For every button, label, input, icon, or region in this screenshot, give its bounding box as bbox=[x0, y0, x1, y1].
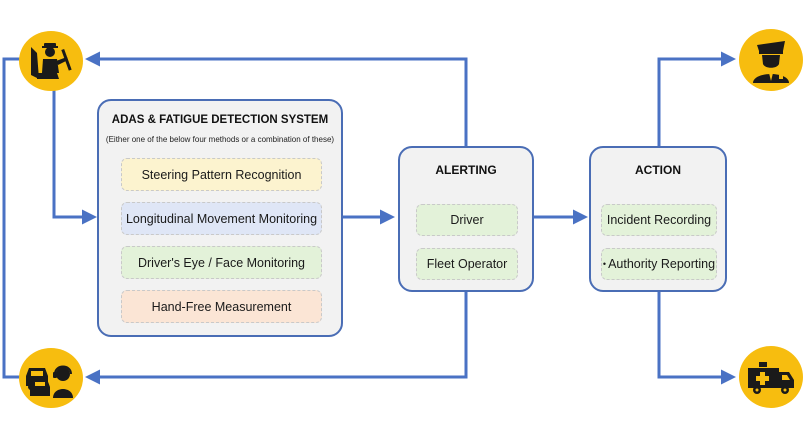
action-panel: ACTION Incident Recording •Authority Rep… bbox=[589, 146, 727, 292]
action-incident-recording: Incident Recording bbox=[601, 204, 717, 236]
authority-reporting-label: Authority Reporting bbox=[608, 257, 716, 271]
arrow-alerting-to-driver bbox=[85, 51, 468, 147]
alerting-title: ALERTING bbox=[435, 163, 497, 177]
adas-subtitle: (Either one of the below four methods or… bbox=[105, 135, 335, 144]
method-steering-pattern: Steering Pattern Recognition bbox=[121, 158, 322, 191]
driver-icon bbox=[19, 31, 83, 91]
alerting-panel: ALERTING Driver Fleet Operator bbox=[398, 146, 534, 292]
arrow-alerting-to-fleet-operator bbox=[85, 290, 468, 385]
action-title: ACTION bbox=[635, 163, 681, 177]
fleet-operator-icon bbox=[19, 348, 83, 408]
left-loop-line bbox=[2, 57, 20, 379]
method-hand-free-measurement: Hand-Free Measurement bbox=[121, 290, 322, 323]
adas-panel: ADAS & FATIGUE DETECTION SYSTEM (Either … bbox=[97, 99, 343, 337]
alert-driver: Driver bbox=[416, 204, 518, 236]
method-eye-face-monitoring: Driver's Eye / Face Monitoring bbox=[121, 246, 322, 279]
ambulance-icon bbox=[739, 346, 803, 408]
method-longitudinal-movement: Longitudinal Movement Monitoring bbox=[121, 202, 322, 235]
police-officer-icon bbox=[739, 29, 803, 91]
alert-fleet-operator: Fleet Operator bbox=[416, 248, 518, 280]
adas-title: ADAS & FATIGUE DETECTION SYSTEM bbox=[111, 114, 329, 126]
arrow-driver-to-adas bbox=[52, 88, 97, 225]
bullet-mark: • bbox=[602, 259, 607, 269]
arrow-action-to-ambulance bbox=[657, 290, 736, 385]
arrow-action-to-police bbox=[657, 51, 736, 147]
action-authority-reporting: •Authority Reporting bbox=[601, 248, 717, 280]
